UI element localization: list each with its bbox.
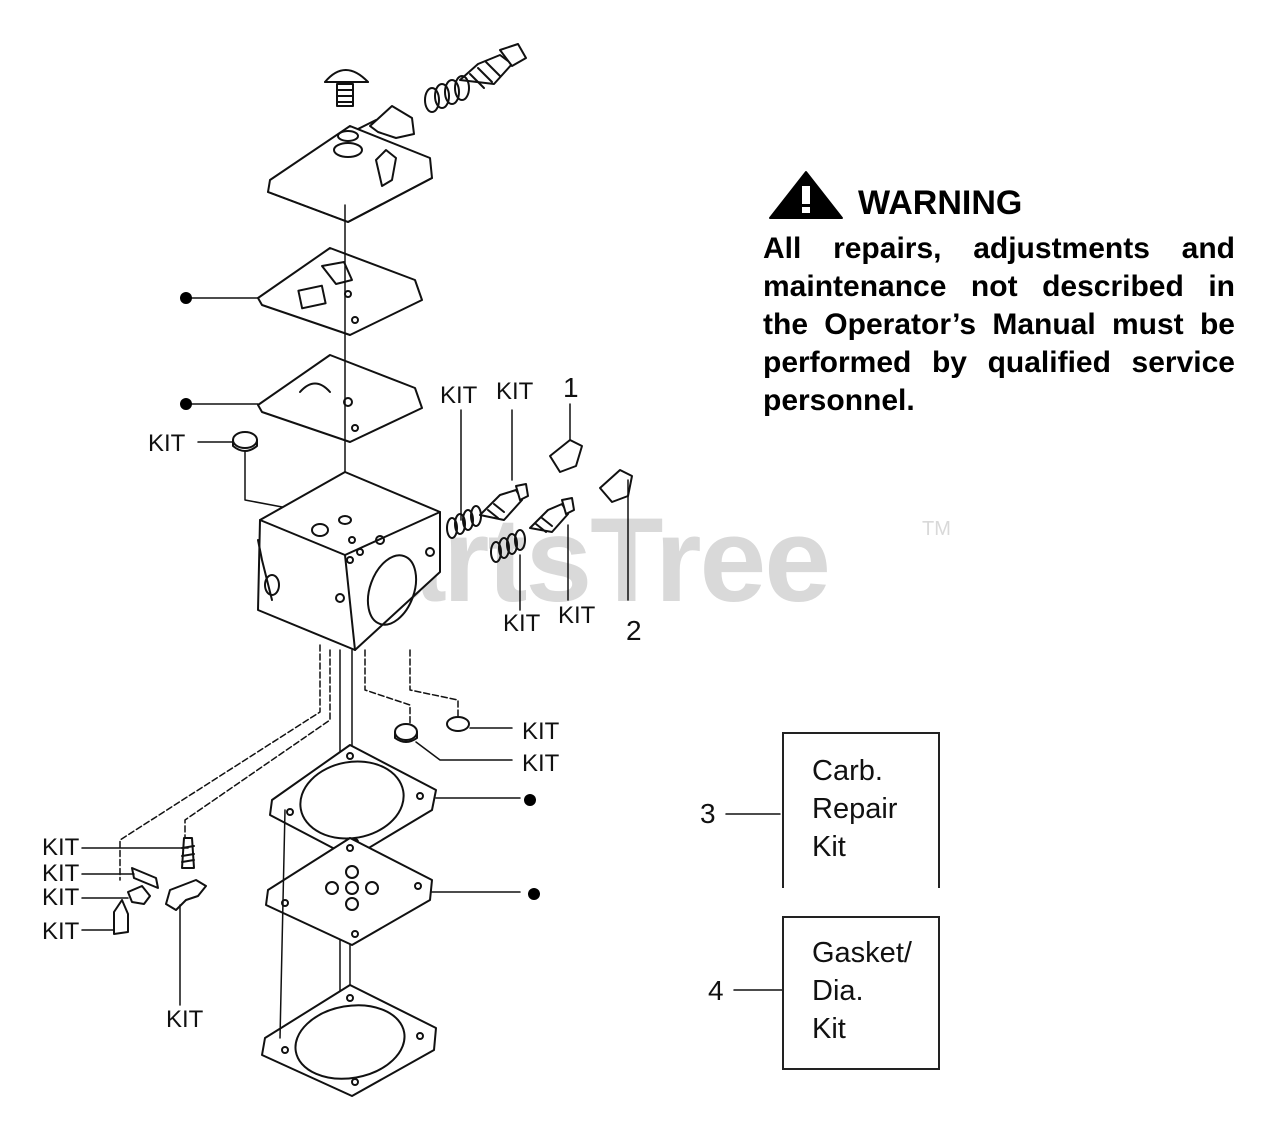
kit-label-shaft: KIT xyxy=(42,860,80,887)
needle-springs xyxy=(446,505,526,563)
pump-diaphragm xyxy=(257,354,423,443)
bullet-dot-icon xyxy=(524,794,536,806)
kit-label-needle: KIT xyxy=(496,378,534,405)
low-speed-needle xyxy=(479,483,529,521)
metering-lever xyxy=(351,105,415,139)
gasket-dia-kit-line3: Kit xyxy=(812,1013,846,1045)
carburetor-body xyxy=(257,471,441,651)
callout-1: 1 xyxy=(563,372,579,403)
limiter-caps xyxy=(549,439,633,503)
callout-4: 4 xyxy=(708,975,724,1006)
lower-screens xyxy=(394,716,513,761)
carb-repair-kit-line2: Repair xyxy=(812,793,898,825)
kit-label-spring-low: KIT xyxy=(503,610,541,637)
warning-body: All repairs, adjustments and maintenance… xyxy=(763,232,1235,417)
kit-label-screen: KIT xyxy=(148,430,186,457)
callout-3: 3 xyxy=(700,798,716,829)
inlet-needle-parts xyxy=(113,837,207,935)
kit-label-spring: KIT xyxy=(440,382,478,409)
needle-spring xyxy=(424,75,470,113)
carb-repair-kit-box: Carb. Repair Kit xyxy=(782,732,940,888)
gasket-dia-kit-line2: Dia. xyxy=(812,975,864,1007)
carb-repair-kit-line3: Kit xyxy=(812,831,846,863)
kit-label-pin: KIT xyxy=(42,834,80,861)
pump-cover xyxy=(267,125,433,223)
gasket-dia-kit-box: Gasket/ Dia. Kit xyxy=(782,916,940,1070)
metering-diaphragm xyxy=(265,837,521,946)
kit-label-screen-low2: KIT xyxy=(522,750,560,777)
carb-repair-kit-line1: Carb. xyxy=(812,755,883,787)
gasket-upper xyxy=(257,247,423,336)
kit-label-idle: KIT xyxy=(558,602,596,629)
kit-label-inlet-needle: KIT xyxy=(42,918,80,945)
bullet-dot-icon xyxy=(180,292,192,304)
warning-triangle-icon xyxy=(769,171,843,219)
bullet-dot-icon xyxy=(528,888,540,900)
kit-label-screw: KIT xyxy=(42,884,80,911)
callout-2: 2 xyxy=(626,615,642,646)
high-speed-needle xyxy=(459,43,527,89)
kit-label-screen-low: KIT xyxy=(522,718,560,745)
metering-cover xyxy=(261,984,437,1097)
idle-needle xyxy=(529,497,575,533)
metering-gasket xyxy=(269,744,521,859)
kit-label-lever: KIT xyxy=(166,1006,204,1033)
warning-heading: WARNING xyxy=(858,184,1023,222)
top-screw xyxy=(324,69,369,107)
watermark-trademark: TM xyxy=(922,518,951,540)
bullet-dot-icon xyxy=(180,398,192,410)
gasket-dia-kit-line1: Gasket/ xyxy=(812,937,912,969)
